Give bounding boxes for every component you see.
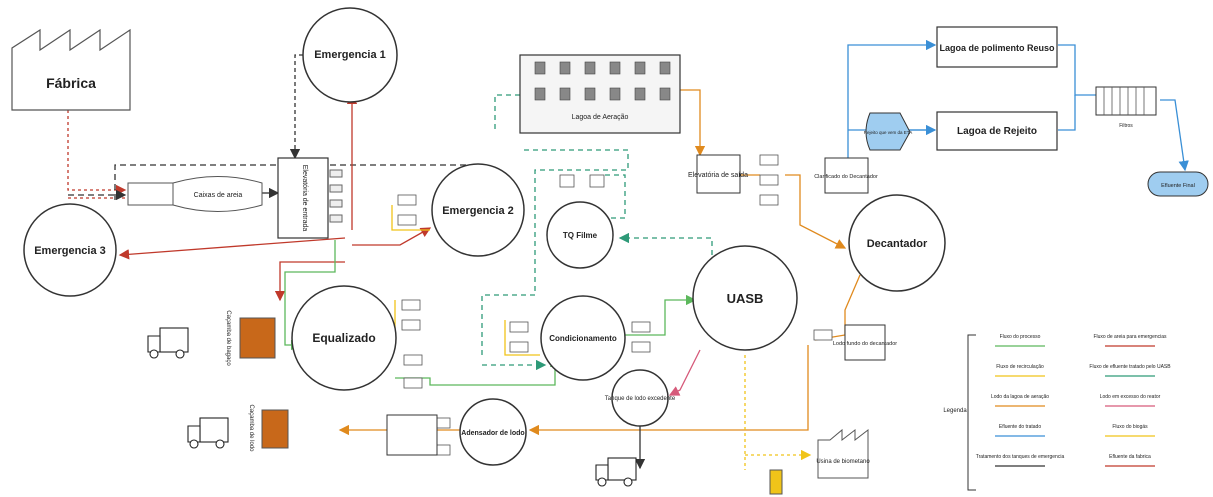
blue-polimento-filtro: [1058, 44, 1096, 96]
elevatoria-saida-label: Elevatória de saída: [688, 172, 748, 179]
orange-lodo-adensador: [528, 345, 809, 436]
cacamba-lodo: Caçamba de lodo: [248, 404, 289, 452]
clarificado-label: Clarificado do Decantador: [814, 174, 878, 180]
cacamba-bagaco-label: Caçamba de bagaço: [225, 310, 231, 366]
efluente-final-label: Efluente Final: [1161, 183, 1195, 189]
tq-filme-label: TQ Filme: [563, 231, 598, 240]
filtros: Filtros: [1095, 86, 1157, 129]
pump-icons: [397, 154, 833, 456]
legend-item-label: Tratamento dos tanques de emergencia: [976, 454, 1065, 460]
legend-item-label: Efluente da fabrica: [1109, 454, 1151, 460]
lagoa-rejeito-label: Lagoa de Rejeito: [957, 126, 1037, 137]
uasb-label: UASB: [727, 291, 764, 306]
condicionamento: Condicionamento: [540, 295, 626, 381]
tanque-lodo-label: Tanque de lodo excedente: [605, 396, 676, 402]
emergencia-2: Emergencia 2: [431, 163, 525, 257]
factory-label: Fábrica: [46, 75, 96, 91]
red-to-emergencia3: [118, 237, 346, 260]
yellow-cond: [504, 320, 540, 356]
emergencia-1-label: Emergencia 1: [314, 49, 386, 61]
usina-biometano: Usina de biometano: [816, 428, 870, 479]
legend-item-label: Lodo em excesso do reator: [1100, 394, 1161, 400]
flare-icon: [769, 469, 783, 495]
emergencia-3: Emergencia 3: [23, 203, 117, 297]
legend-item-label: Fluxo de areia para emergencias: [1093, 334, 1167, 340]
teal-lagoa: [494, 94, 520, 130]
equalizado: Equalizado: [291, 285, 397, 391]
lagoa-rejeito: Lagoa de Rejeito: [936, 111, 1058, 151]
decantador-label: Decantador: [867, 238, 928, 250]
emergencia-2-label: Emergencia 2: [442, 205, 514, 217]
red-to-emergencia2: [352, 227, 432, 246]
caixas-label: Caixas de areia: [194, 192, 243, 199]
red-to-equalizado: [274, 261, 345, 302]
lagoa-aeracao: Lagoa de Aeração: [519, 54, 681, 134]
emergency1-to-elevatoria: [289, 54, 310, 160]
elevatoria-saida: Elevatória de saída: [688, 154, 748, 194]
lodo-fundo: Lodo fundo do decantador: [833, 324, 897, 361]
green-cond-uasb: [625, 294, 697, 336]
emergencia-3-label: Emergencia 3: [34, 245, 106, 257]
green-elevatoria-equalizado: [284, 240, 336, 351]
usina-label: Usina de biometano: [816, 459, 870, 465]
factory-effluent-line: [67, 110, 127, 196]
filtro-label: Filtros: [1119, 123, 1133, 129]
biogas-line: [744, 355, 810, 470]
efluente-final: Efluente Final: [1147, 171, 1209, 197]
rejeito-eta: Rejeito que vem da ETA: [864, 112, 912, 151]
orange-elevatoria-decantador: [740, 174, 845, 248]
legend-title: Legenda: [943, 408, 967, 414]
caixas-de-areia: Caixas de areia: [127, 176, 263, 212]
pink-uasb-tanque: [668, 349, 701, 396]
uasb: UASB: [692, 245, 798, 351]
lagoa-polimento: Lagoa de polimento Reuso: [936, 26, 1058, 68]
legend-items: Fluxo do processo Fluxo de areia para eme…: [976, 334, 1171, 467]
adensador-label: Adensador de lodo: [461, 430, 524, 437]
orange-lagoa-elevatoria: [680, 89, 706, 157]
teal-tqfilme: [600, 174, 626, 219]
elevatoria-entrada-label: Elevatória de entrada: [301, 165, 308, 232]
legend-item-label: Fluxo de recirculação: [996, 364, 1044, 370]
rejeito-eta-label: Rejeito que vem da ETA: [864, 130, 912, 135]
adensador: Adensador de lodo: [459, 398, 527, 466]
blue-filtro-efluente: [1160, 99, 1189, 172]
teal-cond-loop: [481, 149, 629, 355]
legend-item-label: Fluxo do processo: [1000, 334, 1041, 340]
legend-item-label: Fluxo do biogás: [1112, 424, 1148, 430]
equalizado-label: Equalizado: [312, 331, 375, 345]
decantador: Decantador: [848, 194, 946, 292]
lodo-fundo-label: Lodo fundo do decantador: [833, 341, 897, 347]
emergencia-1: Emergencia 1: [302, 7, 398, 103]
elevatoria-entrada: Elevatória de entrada: [277, 157, 343, 239]
factory: Fábrica: [11, 28, 131, 111]
adensador-intake-box: [386, 414, 438, 456]
condicionamento-label: Condicionamento: [549, 334, 617, 343]
blue-clarificado-up: [847, 39, 937, 163]
lagoa-aeracao-label: Lagoa de Aeração: [572, 114, 629, 121]
lagoa-polimento-label: Lagoa de polimento Reuso: [939, 43, 1055, 53]
truck-icon: [187, 417, 229, 449]
cacamba-lodo-label: Caçamba de lodo: [248, 404, 254, 452]
aerator-icons: [534, 61, 671, 101]
legend-item-label: Fluxo de efluente tratado pelo UASB: [1089, 364, 1171, 370]
yellow-emerg2: [391, 205, 430, 231]
legend-item-label: Efluente do tratado: [999, 424, 1041, 430]
tanque-lodo: Tanque de lodo excedente: [605, 369, 676, 427]
teal-uasb-tqfilme: [618, 232, 713, 255]
truck-icon: [595, 457, 637, 487]
legend: Legenda Fluxo do processo Fluxo de areia …: [943, 334, 1171, 491]
cacamba-bagaco: Caçamba de bagaço: [225, 310, 276, 366]
tq-filme: TQ Filme: [546, 201, 614, 269]
clarificado: Clarificado do Decantador: [814, 157, 878, 194]
legend-item-label: Lodo da lagoa de aeração: [991, 394, 1049, 400]
blue-rejeito-filtro: [1058, 95, 1076, 131]
truck-icon: [147, 327, 189, 359]
